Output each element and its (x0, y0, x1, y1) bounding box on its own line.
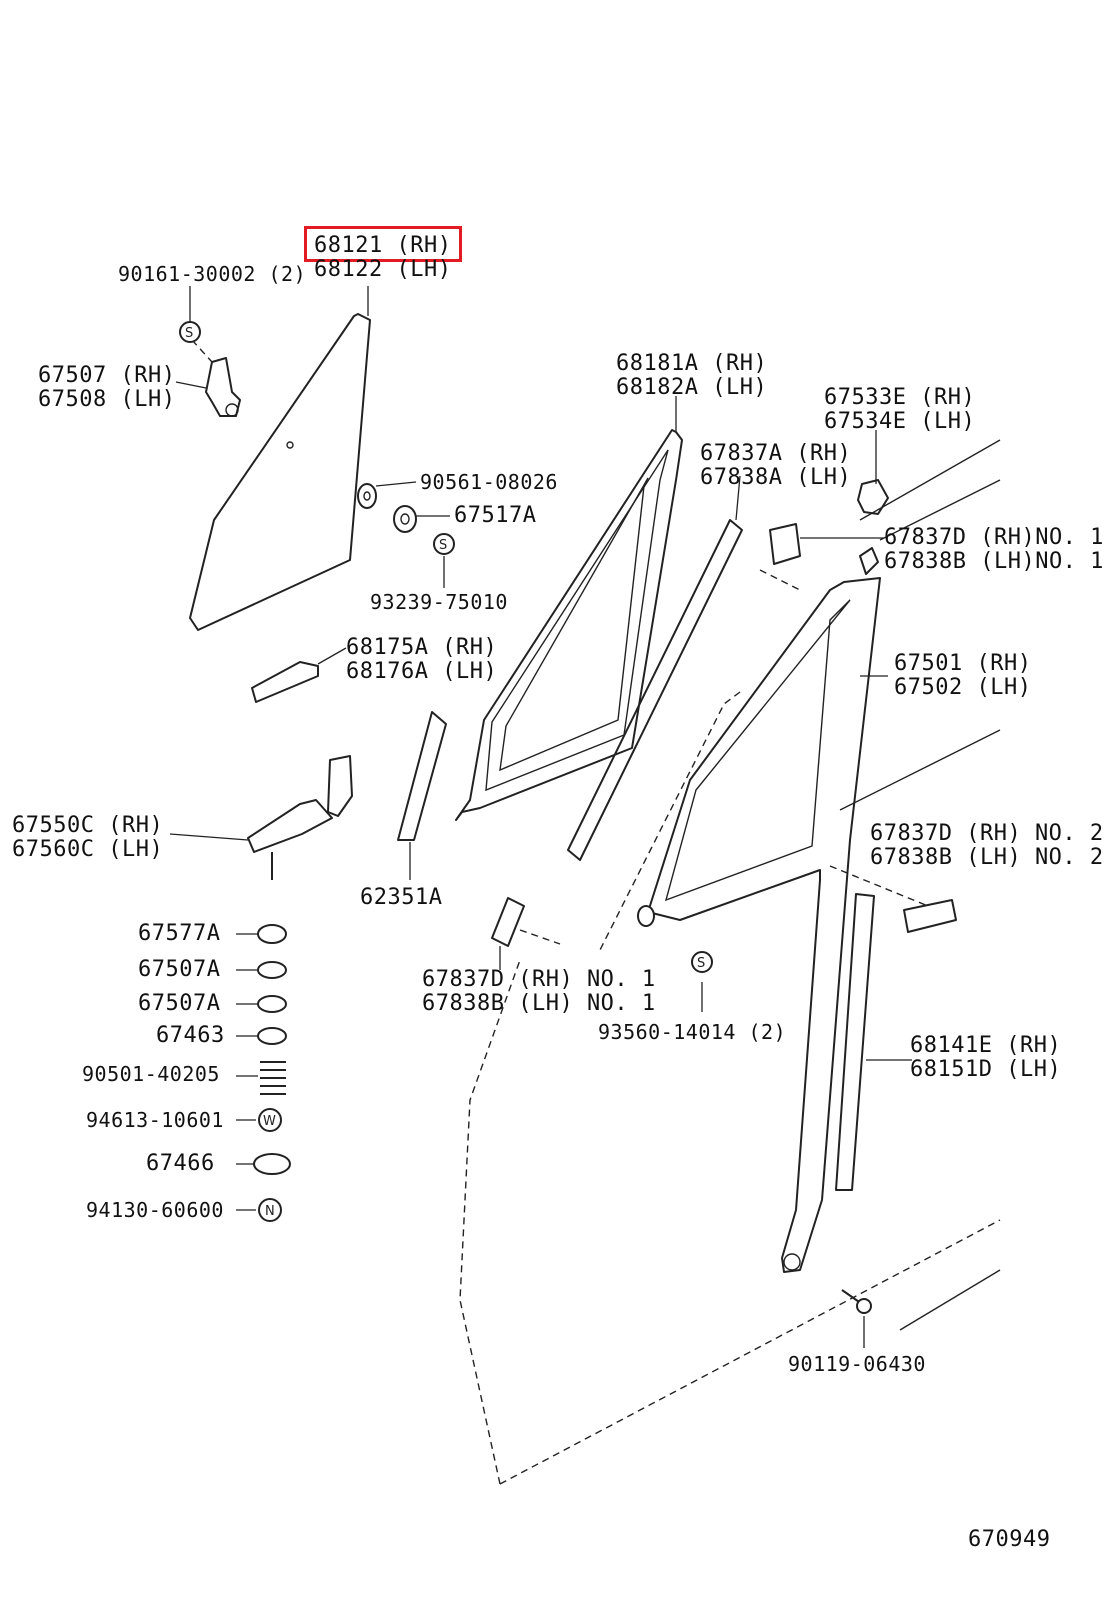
label-68122: 68122 (LH) (314, 257, 452, 282)
s-icon: S (691, 951, 713, 973)
label-67837d-no1: 67837D (RH) NO. 1 (422, 967, 656, 992)
label-67466: 67466 (146, 1151, 215, 1176)
label-67837d-no2: 67837D (RH) NO. 2 (870, 821, 1104, 846)
label-67837d-top: 67837D (RH)NO. 1 (884, 525, 1104, 550)
diagram-id: 670949 (968, 1527, 1051, 1552)
hinge-assembly (247, 755, 353, 880)
label-67517: 67517A (454, 503, 537, 528)
svg-text:S: S (185, 326, 193, 341)
label-67501: 67501 (RH) (894, 651, 1032, 676)
s-icon: S (433, 533, 455, 555)
label-90561: 90561-08026 (420, 470, 558, 494)
label-90119: 90119-06430 (788, 1352, 926, 1376)
label-67838a: 67838A (LH) (700, 465, 852, 490)
svg-text:S: S (439, 538, 447, 553)
label-67507a-2: 67507A (138, 991, 221, 1016)
label-68182: 68182A (LH) (616, 375, 768, 400)
label-67507: 67507 (RH) (38, 363, 176, 388)
highlight-box (304, 226, 462, 262)
label-67508: 67508 (LH) (38, 387, 176, 412)
label-68121: 68121 (RH) (314, 233, 452, 258)
label-94130: 94130-60600 (86, 1198, 224, 1222)
svg-text:W: W (263, 1114, 276, 1129)
label-68175: 68175A (RH) (346, 635, 498, 660)
division-bar (835, 893, 875, 1191)
hardware-column (253, 924, 291, 1175)
run-channel (455, 429, 683, 821)
label-67838b-no2: 67838B (LH) NO. 2 (870, 845, 1104, 870)
label-68181: 68181A (RH) (616, 351, 768, 376)
label-67550: 67550C (RH) (12, 813, 164, 838)
label-67507a-1: 67507A (138, 957, 221, 982)
label-93239: 93239-75010 (370, 590, 508, 614)
bolt (841, 1289, 872, 1314)
label-67502: 67502 (LH) (894, 675, 1032, 700)
label-67463: 67463 (156, 1023, 225, 1048)
label-67534: 67534E (LH) (824, 409, 976, 434)
door-sash (647, 577, 881, 1273)
w-icon: W (258, 1108, 282, 1132)
upper-bracket (857, 479, 889, 575)
label-62351: 62351A (360, 885, 443, 910)
label-90501: 90501-40205 (82, 1062, 220, 1086)
n-icon: N (258, 1198, 282, 1222)
weatherstrip (397, 711, 447, 841)
label-68151: 68151D (LH) (910, 1057, 1062, 1082)
label-67533: 67533E (RH) (824, 385, 976, 410)
label-94613: 94613-10601 (86, 1108, 224, 1132)
label-67838b-no1: 67838B (LH) NO. 1 (422, 991, 656, 1016)
label-67837a: 67837A (RH) (700, 441, 852, 466)
svg-text:S: S (697, 956, 705, 971)
label-68176: 68176A (LH) (346, 659, 498, 684)
label-67560: 67560C (LH) (12, 837, 164, 862)
label-93560: 93560-14014 (2) (598, 1020, 787, 1044)
label-67577: 67577A (138, 921, 221, 946)
label-68141: 68141E (RH) (910, 1033, 1062, 1058)
s-icon: S (179, 321, 201, 343)
clip-bracket (205, 357, 241, 417)
label-67838b-top: 67838B (LH)NO. 1 (884, 549, 1104, 574)
quarter-glass (189, 313, 371, 631)
label-90161: 90161-30002 (2) (118, 262, 307, 286)
svg-text:N: N (265, 1204, 275, 1219)
